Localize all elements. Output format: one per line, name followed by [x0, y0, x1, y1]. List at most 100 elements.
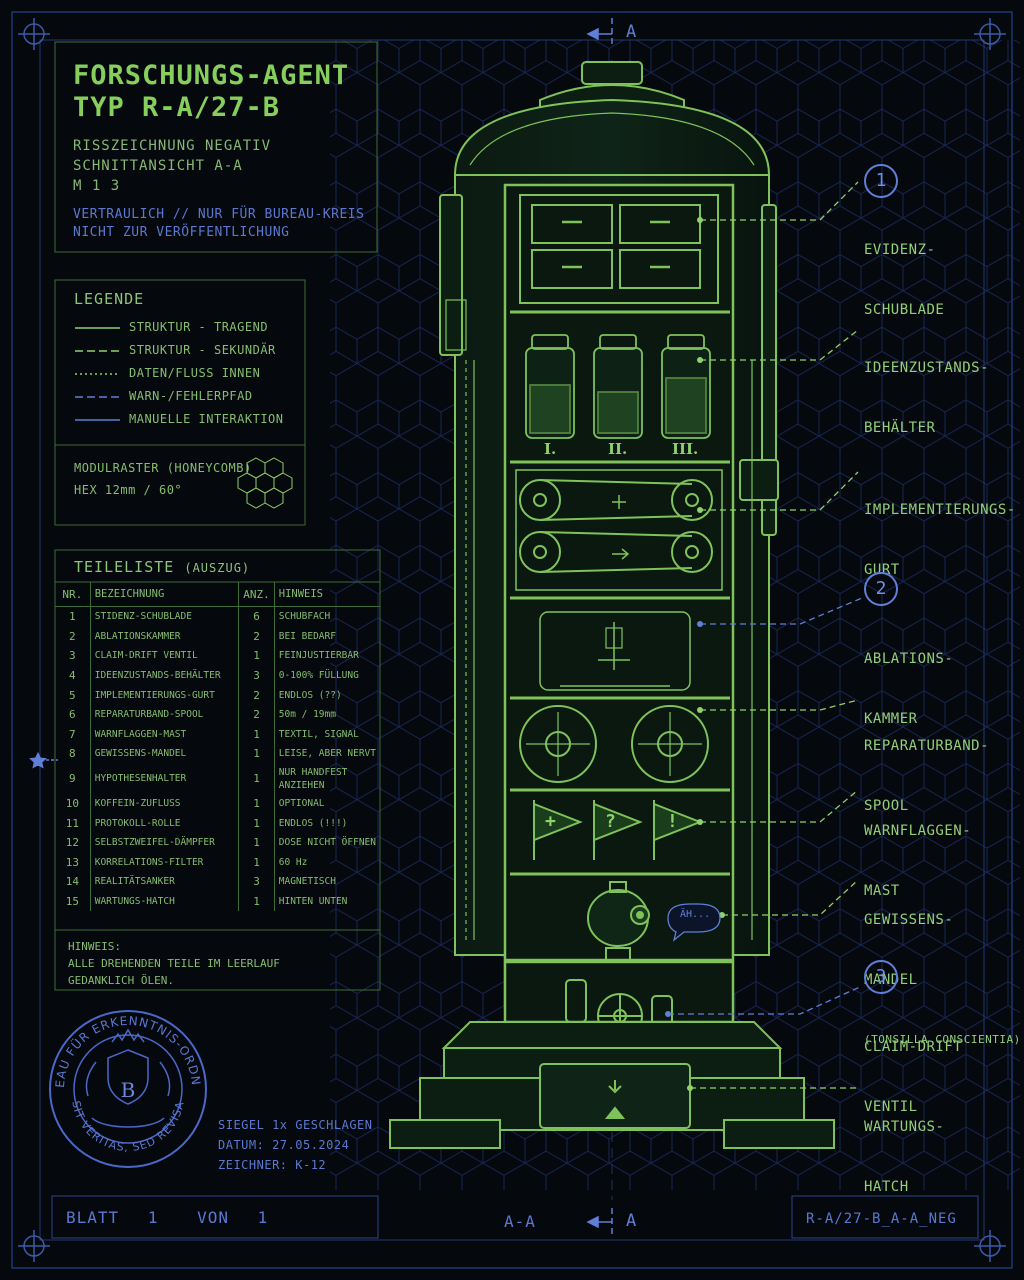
leader-dots	[687, 217, 725, 1091]
of-label: VON	[197, 1208, 229, 1227]
speech-bubble-text: ÄH...	[680, 909, 711, 920]
part-qty: 3	[238, 872, 275, 892]
part-name: KOFFEIN-ZUFLUSS	[90, 793, 240, 814]
callout-warnflaggen-mast: WARNFLAGGEN- MAST	[864, 781, 971, 941]
flag-symbol-plus: +	[545, 811, 556, 832]
corner-marks	[18, 18, 1006, 1262]
drawing-title: FORSCHUNGS-AGENT TYP R-A/27-B	[73, 60, 349, 124]
part-note: ENDLOS (!!!)	[278, 817, 348, 829]
seal-info: SIEGEL 1x GESCHLAGEN DATUM: 27.05.2024 Z…	[218, 1115, 373, 1175]
part-note: HINTEN UNTEN	[278, 896, 348, 908]
part-nr: 1	[55, 606, 91, 627]
parts-note-line-1: ALLE DREHENDEN TEILE IM LEERLAUF	[68, 957, 280, 970]
callout-ablationskammer: ABLATIONS- KAMMER	[864, 609, 953, 769]
part-name: WARTUNGS-HATCH	[90, 891, 240, 912]
callout-number-3: 3	[864, 960, 898, 994]
callout-line: MAST	[864, 883, 900, 899]
part-name: PROTOKOLL-ROLLE	[90, 813, 240, 833]
part-nr: 13	[55, 852, 91, 873]
part-name: ABLATIONSKAMMER	[90, 626, 240, 647]
callout-line: GEWISSENS-	[864, 912, 954, 928]
callout-evidenz-schublade: EVIDENZ- SCHUBLADE	[864, 200, 944, 360]
callout-line: KAMMER	[864, 711, 918, 727]
legend-item-1: STRUKTUR - TRAGEND	[129, 320, 269, 334]
part-qty: 1	[238, 852, 275, 873]
part-nr: 6	[55, 704, 91, 725]
parts-note-title: HINWEIS:	[68, 940, 121, 953]
warning-leaders	[668, 597, 863, 1015]
part-nr: 3	[55, 646, 91, 666]
part-qty: 1	[238, 646, 275, 666]
confidentiality-line-1: VERTRAULICH // NUR FÜR BUREAU-KREIS	[73, 207, 365, 222]
callout-line: VENTIL	[864, 1099, 918, 1115]
callout-line: SCHUBLADE	[864, 302, 945, 318]
grid-info-line-2: HEX 12mm / 60°	[74, 483, 183, 497]
part-qty: 2	[238, 685, 275, 705]
sheet-no: 1	[147, 1208, 159, 1227]
part-qty: 3	[238, 665, 275, 686]
confidentiality-note: VERTRAULICH // NUR FÜR BUREAU-KREIS NICH…	[73, 206, 364, 242]
part-nr: 15	[55, 891, 91, 912]
jar-label-3: III.	[672, 440, 699, 458]
section-mark-bottom: A	[626, 1211, 637, 1231]
part-name: HYPOTHESENHALTER	[90, 763, 240, 794]
part-qty: 6	[238, 606, 275, 627]
section-mark-top: A	[626, 22, 637, 42]
part-nr: 2	[55, 626, 91, 647]
part-name: WARNFLAGGEN-MAST	[90, 724, 240, 745]
callout-reparaturband-spool: REPARATURBAND- SPOOL	[864, 696, 989, 856]
part-name: GEWISSENS-MANDEL	[90, 744, 240, 764]
part-nr: 11	[55, 813, 91, 833]
callout-line: EVIDENZ-	[864, 242, 936, 258]
part-nr: 10	[55, 793, 91, 814]
parts-note-line-2: GEDANKLICH ÖLEN.	[68, 974, 174, 987]
drawing-subtitle: RISSZEICHNUNG NEGATIV SCHNITTANSICHT A-A…	[73, 136, 271, 196]
legend-title: LEGENDE	[74, 290, 145, 308]
parts-note: HINWEIS: ALLE DREHENDEN TEILE IM LEERLAU…	[68, 938, 280, 989]
sheet-label: BLATT	[66, 1208, 120, 1227]
jar-label-1: I.	[544, 440, 557, 458]
svg-text:SIT VERITAS, SED REVISA: SIT VERITAS, SED REVISA	[69, 1100, 186, 1154]
part-nr: 4	[55, 665, 91, 686]
callout-gewissens-mandel: GEWISSENS- MANDEL (TONSILLA CONSCIENTIA)	[864, 870, 1021, 1090]
confidentiality-line-2: NICHT ZUR VERÖFFENTLICHUNG	[73, 225, 290, 240]
col-header-nr: NR.	[55, 582, 91, 607]
part-note: LEISE, ABER NERVT	[278, 748, 376, 760]
title-line-2: TYP R-A/27-B	[73, 92, 281, 123]
part-nr: 14	[55, 872, 91, 892]
part-note: 60 Hz	[278, 856, 308, 868]
sheet-number: BLATT 1 VON 1	[66, 1208, 268, 1227]
subtitle-line-1: RISSZEICHNUNG NEGATIV	[73, 138, 272, 154]
part-note: FEINJUSTIERBAR	[278, 650, 359, 662]
drawing-id-frame	[791, 1195, 979, 1239]
parts-list-title-text: TEILELISTE	[74, 558, 175, 576]
callout-line: IDEENZUSTANDS-	[864, 360, 990, 376]
callout-line: HATCH	[864, 1179, 909, 1195]
drawing-id: R-A/27-B_A-A_NEG	[806, 1211, 957, 1227]
part-name: STIDENZ-SCHUBLADE	[90, 606, 240, 627]
callout-line: REPARATURBAND-	[864, 738, 990, 754]
seal-date: DATUM: 27.05.2024	[218, 1138, 350, 1152]
part-name: SELBSTZWEIFEL-DÄMPFER	[90, 832, 240, 853]
seal-text-bottom: SIT VERITAS, SED REVISA	[69, 1100, 185, 1154]
part-note: SCHUBFACH	[278, 611, 331, 623]
seal-info-line-1: SIEGEL 1x GESCHLAGEN	[218, 1118, 373, 1132]
part-nr: 5	[55, 685, 91, 705]
callout-latin-name: (TONSILLA CONSCIENTIA)	[864, 1033, 1021, 1046]
part-qty: 1	[238, 744, 275, 764]
callout-claim-drift-ventil: CLAIM-DRIFT VENTIL	[864, 997, 962, 1157]
title-block-frame	[54, 41, 378, 253]
col-header-name: BEZEICHNUNG	[90, 582, 240, 607]
seal-drafter: ZEICHNER: K-12	[218, 1158, 327, 1172]
